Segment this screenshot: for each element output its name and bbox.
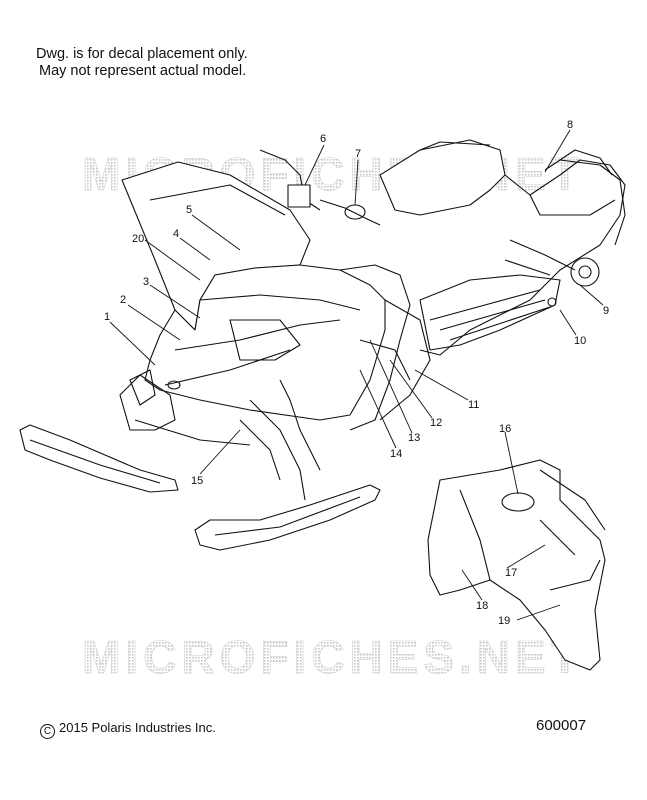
copyright-notice: C 2015 Polaris Industries Inc. [40,720,216,739]
callout-2: 2 [120,294,126,306]
callout-18: 18 [476,600,488,612]
callout-6: 6 [320,133,326,145]
callout-5: 5 [186,204,192,216]
callout-4: 4 [173,228,179,240]
callout-14: 14 [390,448,402,460]
copyright-symbol-icon: C [40,724,55,739]
callout-numbers: 1 2 3 4 5 6 7 8 9 10 11 12 13 14 15 16 1… [104,119,609,627]
callout-11: 11 [468,399,479,411]
callout-17: 17 [505,567,517,579]
callout-10: 10 [574,335,586,347]
callout-1: 1 [104,311,110,323]
watermark-bottom: MICROFICHES.NET [82,631,584,683]
callout-8: 8 [567,119,573,131]
callout-7: 7 [355,148,361,160]
callout-19: 19 [498,615,510,627]
callout-9: 9 [603,305,609,317]
callout-16: 16 [499,423,511,435]
note-line-2: May not represent actual model. [39,63,247,79]
drawing-number: 600007 [536,717,587,734]
snowmobile-drawing [19,139,626,671]
callout-3: 3 [143,276,149,288]
note-line-1: Dwg. is for decal placement only. [36,46,248,62]
drawing-note: Dwg. is for decal placement only. May no… [36,46,248,80]
leader-lines [109,129,604,621]
callout-13: 13 [408,432,420,444]
callout-15: 15 [191,475,203,487]
copyright-text: 2015 Polaris Industries Inc. [59,720,216,735]
callout-12: 12 [430,417,442,429]
callout-20: 20 [132,233,144,245]
